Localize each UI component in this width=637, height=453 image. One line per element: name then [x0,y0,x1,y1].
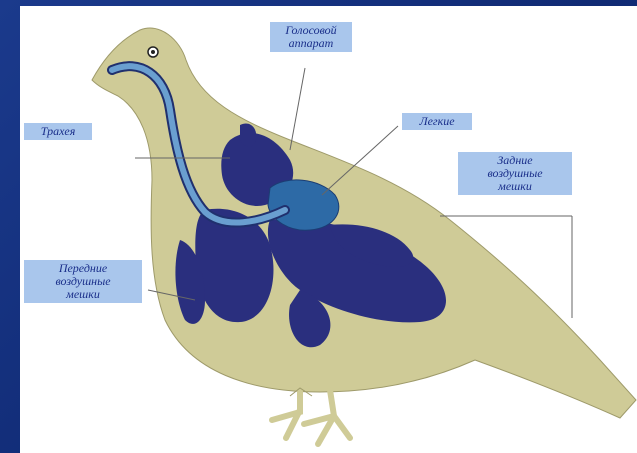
label-rear-air-sacs: Задние воздушные мешки [458,152,572,195]
label-voice-box: Голосовой аппарат [270,22,352,52]
label-trachea: Трахея [24,123,92,140]
label-front-air-sacs: Передние воздушные мешки [24,260,142,303]
label-lungs: Легкие [402,113,472,130]
bird-body [92,28,636,418]
bird-feet [272,388,350,444]
